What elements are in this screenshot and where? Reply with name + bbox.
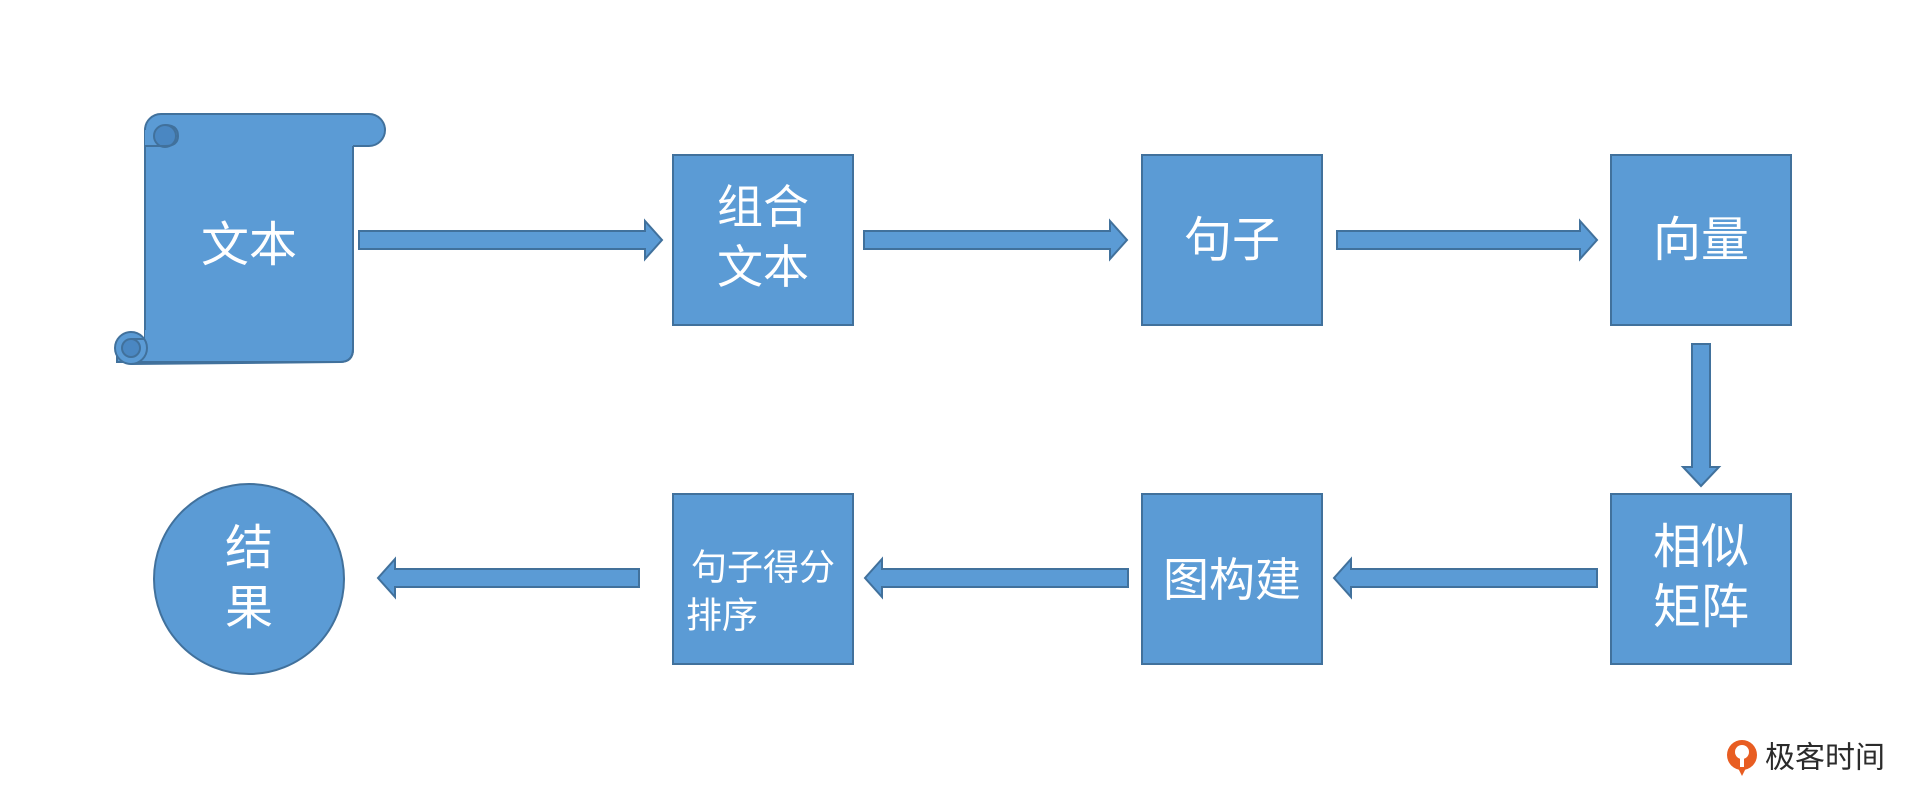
node-vector: 向量 — [1610, 154, 1792, 326]
node-similarity-label-line2: 矩阵 — [1653, 579, 1749, 635]
node-combined-text: 组合 文本 — [672, 154, 854, 326]
node-similarity-label-line1: 相似 — [1653, 519, 1749, 575]
arrow-vector-to-similarity — [1680, 343, 1722, 488]
node-text-label: 文本 — [201, 217, 297, 273]
node-sentence-label: 句子 — [1184, 212, 1280, 268]
arrow-similarity-to-graph — [1332, 556, 1598, 600]
node-result-label-line2: 果 — [225, 580, 273, 636]
node-text-scroll: 文本 — [114, 113, 386, 365]
watermark: 极客时间 — [1727, 740, 1885, 776]
arrow-sentence-to-vector — [1336, 218, 1599, 262]
node-vector-label: 向量 — [1653, 212, 1749, 268]
arrow-rank-to-result — [376, 556, 640, 600]
watermark-text: 极客时间 — [1765, 741, 1885, 776]
node-combined-label-line2: 文本 — [717, 240, 809, 294]
node-graph-label: 图构建 — [1163, 553, 1301, 607]
node-graph-build: 图构建 — [1141, 493, 1323, 665]
arrow-graph-to-rank — [863, 556, 1129, 600]
arrow-combined-to-sentence — [863, 218, 1129, 262]
arrow-text-to-combined — [358, 218, 664, 262]
node-combined-label-line1: 组合 — [717, 180, 809, 234]
node-sentence-rank: 句子得分 排序 — [672, 493, 854, 665]
node-sentence: 句子 — [1141, 154, 1323, 326]
node-similarity-matrix: 相似 矩阵 — [1610, 493, 1792, 665]
node-rank-label-line2: 排序 — [686, 596, 758, 637]
node-result-label-line1: 结 — [225, 520, 273, 576]
node-result: 结 果 — [153, 483, 345, 675]
node-rank-label-line1: 句子得分 — [691, 548, 835, 589]
geektime-logo-icon — [1727, 740, 1757, 776]
